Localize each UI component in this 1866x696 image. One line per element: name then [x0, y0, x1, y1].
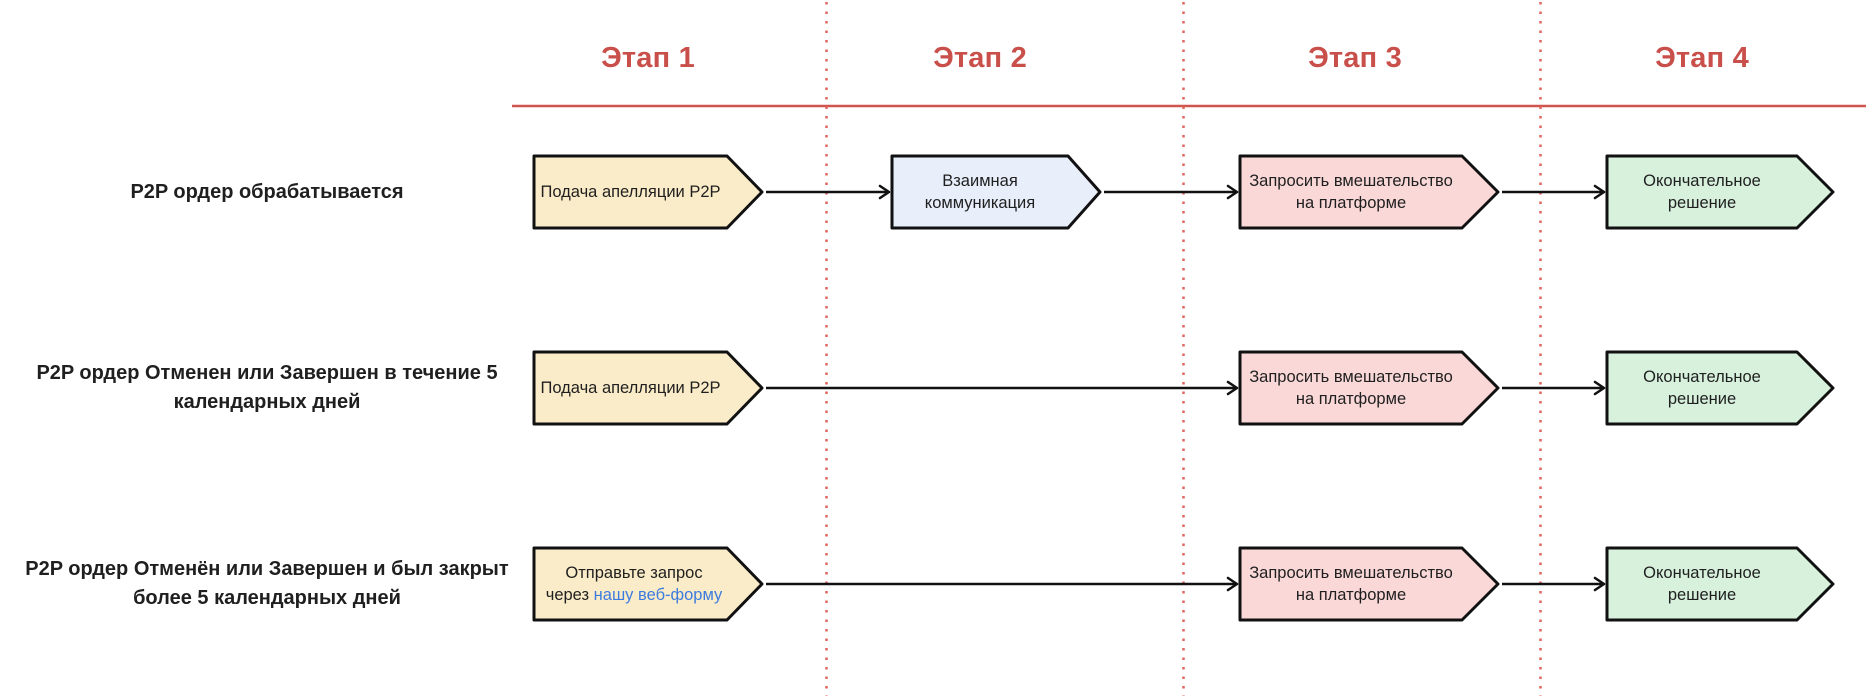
node-shape-row1-final: [1605, 154, 1835, 230]
node-shape-row3-final: [1605, 546, 1835, 622]
node-text-row3-platform: Запросить вмешательство на платформе: [1240, 548, 1462, 620]
node-shape-row2-appeal: [532, 350, 764, 426]
row-label-2: P2P ордер Отменен или Завершен в течение…: [36, 362, 498, 413]
web-form-link[interactable]: нашу веб-форму: [593, 586, 723, 604]
node-label: Подача апелляции P2P: [540, 379, 721, 397]
node-label: Запросить вмешательство на платформе: [1249, 172, 1453, 212]
node-text-row1-final: Окончательное решение: [1607, 156, 1797, 228]
node-text-row1-communication: Взаимная коммуникация: [892, 156, 1068, 228]
stage-header-3: Этап 3: [1308, 42, 1402, 74]
node-text-row1-platform: Запросить вмешательство на платформе: [1240, 156, 1462, 228]
node-label: Запросить вмешательство на платформе: [1249, 368, 1453, 408]
node-shape-row1-appeal: [532, 154, 764, 230]
webform-text-line1: Отправьте запрос: [565, 564, 703, 582]
stage-header-4: Этап 4: [1655, 42, 1749, 74]
node-shape-row1-communication: [890, 154, 1102, 230]
node-label: Окончательное решение: [1643, 172, 1761, 212]
row-label-3: P2P ордер Отменён или Завершен и был зак…: [25, 558, 509, 609]
node-text-row3-webform: Отправьте запрос через нашу веб-форму: [534, 548, 734, 620]
node-label: Подача апелляции P2P: [540, 183, 721, 201]
node-label: Отправьте запрос через нашу веб-форму: [546, 562, 723, 606]
node-label: Окончательное решение: [1643, 564, 1761, 604]
webform-text-line2-prefix: через: [545, 586, 594, 604]
node-shape-row3-platform: [1238, 546, 1500, 622]
node-label: Окончательное решение: [1643, 368, 1761, 408]
node-shape-row2-platform: [1238, 350, 1500, 426]
node-text-row2-appeal: Подача апелляции P2P: [534, 352, 727, 424]
row-label-1: P2P ордер обрабатывается: [130, 180, 404, 203]
node-text-row2-platform: Запросить вмешательство на платформе: [1240, 352, 1462, 424]
node-shape-row2-final: [1605, 350, 1835, 426]
node-label: Запросить вмешательство на платформе: [1249, 564, 1453, 604]
node-shape-row3-webform: [532, 546, 764, 622]
node-label: Взаимная коммуникация: [924, 172, 1036, 212]
node-text-row2-final: Окончательное решение: [1607, 352, 1797, 424]
node-text-row3-final: Окончательное решение: [1607, 548, 1797, 620]
stage-header-1: Этап 1: [601, 42, 695, 74]
stage-header-2: Этап 2: [933, 42, 1027, 74]
node-text-row1-appeal: Подача апелляции P2P: [534, 156, 727, 228]
node-shape-row1-platform: [1238, 154, 1500, 230]
